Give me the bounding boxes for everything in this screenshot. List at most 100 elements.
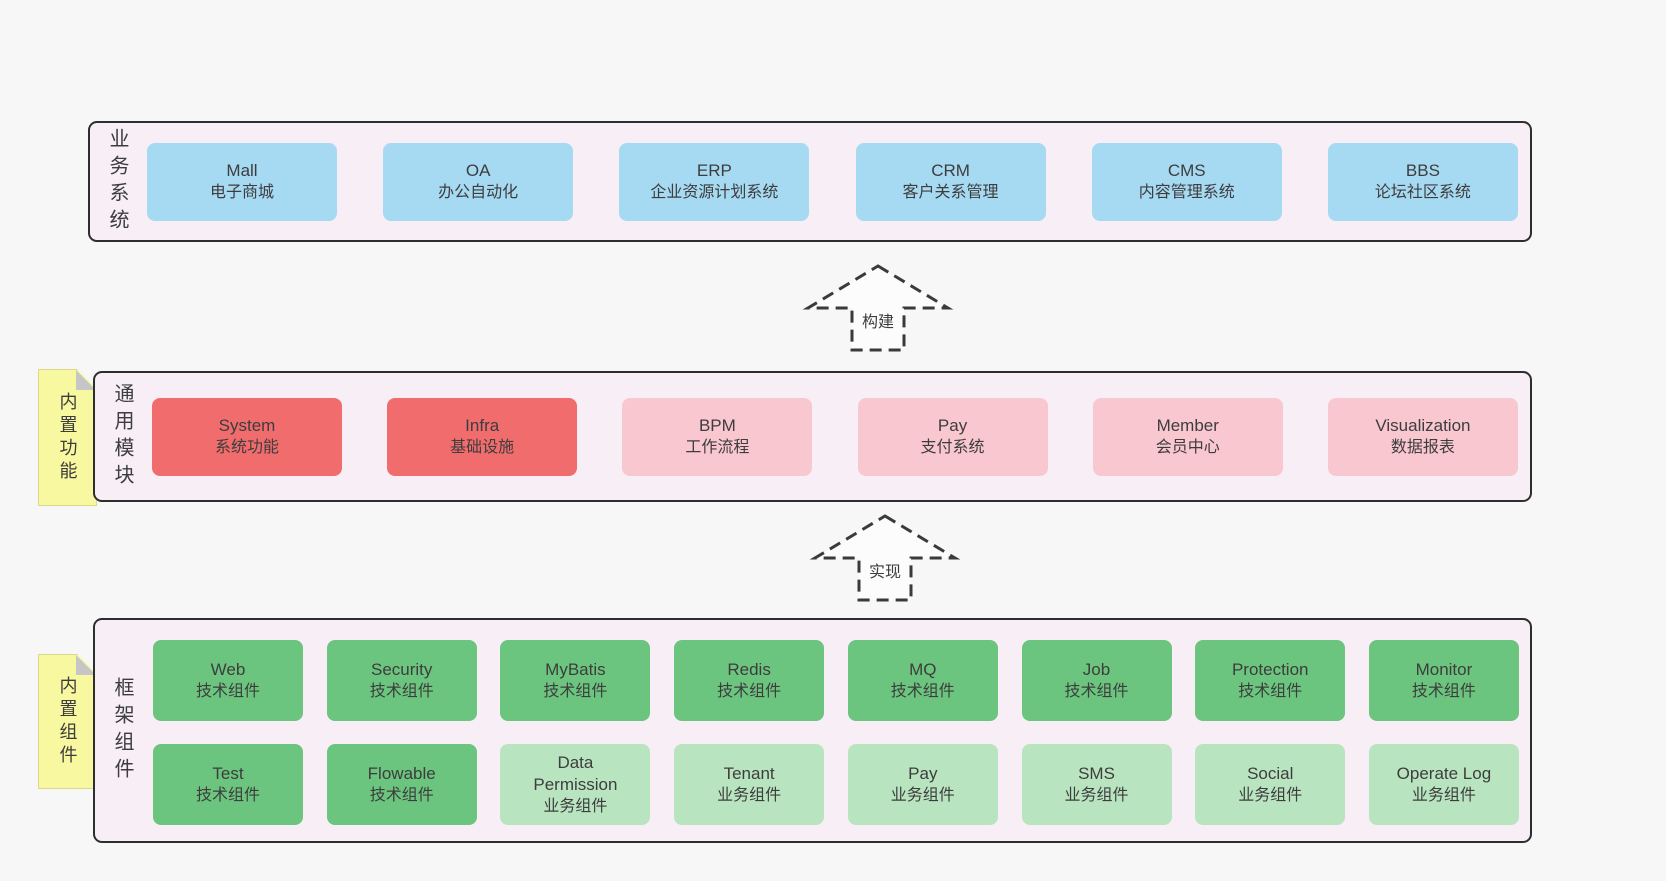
- box-data-permission: Data Permission 业务组件: [500, 744, 651, 825]
- box-title: Flowable: [367, 763, 436, 783]
- box-sms: SMS 业务组件: [1021, 744, 1172, 825]
- box-erp: ERP 企业资源计划系统: [619, 142, 810, 221]
- box-title: CRM: [931, 160, 970, 180]
- box-subtitle: 技术组件: [369, 786, 434, 804]
- arrow-implement: 实现: [805, 512, 965, 604]
- box-bpm: BPM 工作流程: [622, 397, 813, 476]
- box-title: Mall: [226, 160, 258, 180]
- box-tenant: Tenant 业务组件: [674, 744, 825, 825]
- box-pay: Pay 支付系统: [857, 397, 1048, 476]
- box-subtitle: 系统功能: [214, 438, 279, 456]
- box-job: Job 技术组件: [1021, 640, 1172, 721]
- sticky-note-text: 内置功能: [57, 391, 78, 484]
- sticky-note-builtin-features: 内置功能: [38, 369, 97, 506]
- box-subtitle: 论坛社区系统: [1374, 183, 1471, 201]
- box-title: CMS: [1167, 160, 1206, 180]
- box-title: Protection: [1231, 659, 1309, 679]
- box-subtitle: 技术组件: [195, 682, 260, 700]
- box-visualization: Visualization 数据报表: [1327, 397, 1518, 476]
- box-title: BBS: [1405, 160, 1440, 180]
- box-redis: Redis 技术组件: [674, 640, 825, 721]
- box-flowable: Flowable 技术组件: [326, 744, 477, 825]
- box-title: Pay: [908, 763, 938, 783]
- box-title: Tenant: [723, 763, 775, 783]
- box-bbs: BBS 论坛社区系统: [1327, 142, 1518, 221]
- box-title: System: [218, 415, 276, 435]
- box-pay-business: Pay 业务组件: [847, 744, 998, 825]
- box-subtitle: 数据报表: [1390, 438, 1455, 456]
- box-title: Infra: [465, 415, 500, 435]
- box-title: Social: [1247, 763, 1294, 783]
- box-subtitle: 技术组件: [717, 682, 782, 700]
- framework-components-row-2: Test 技术组件 Flowable 技术组件 Data Permission …: [153, 744, 1519, 825]
- arrow-label: 构建: [861, 314, 894, 331]
- box-subtitle: 业务组件: [1064, 786, 1129, 804]
- sticky-note-builtin-components: 内置组件: [38, 654, 97, 789]
- box-web: Web 技术组件: [153, 640, 303, 721]
- dashed-up-arrow-icon: [802, 264, 954, 352]
- common-modules-row: System 系统功能 Infra 基础设施 BPM 工作流程 Pay 支付系统…: [152, 373, 1518, 500]
- box-title: ERP: [696, 160, 732, 180]
- box-title: Test: [212, 763, 244, 783]
- box-subtitle: 基础设施: [450, 438, 515, 456]
- box-subtitle: 会员中心: [1155, 438, 1220, 456]
- box-subtitle: 技术组件: [543, 682, 608, 700]
- box-cms: CMS 内容管理系统: [1091, 142, 1282, 221]
- box-subtitle: 业务组件: [543, 797, 608, 815]
- box-test: Test 技术组件: [153, 744, 303, 825]
- box-title: Member: [1156, 415, 1219, 435]
- framework-components-row-1: Web 技术组件 Security 技术组件 MyBatis 技术组件 Redi…: [153, 640, 1519, 721]
- box-title: Web: [210, 659, 246, 679]
- layer-label: 通用模块: [111, 382, 133, 491]
- box-subtitle: 客户关系管理: [902, 183, 999, 201]
- box-subtitle: 内容管理系统: [1138, 183, 1235, 201]
- box-subtitle: 电子商城: [209, 183, 274, 201]
- box-member: Member 会员中心: [1092, 397, 1283, 476]
- box-subtitle: 技术组件: [1238, 682, 1303, 700]
- box-title: MyBatis: [545, 659, 606, 679]
- box-monitor: Monitor 技术组件: [1368, 640, 1519, 721]
- dashed-up-arrow-icon: [809, 514, 961, 602]
- box-mq: MQ 技术组件: [847, 640, 998, 721]
- arrow-label: 实现: [868, 564, 901, 581]
- layer-framework-components: 框架组件 Web 技术组件 Security 技术组件 MyBatis 技术组件…: [93, 618, 1532, 843]
- arrow-build: 构建: [798, 262, 958, 354]
- layer-label: 业务系统: [106, 127, 128, 236]
- box-subtitle: 支付系统: [920, 438, 985, 456]
- box-subtitle: 业务组件: [890, 786, 955, 804]
- box-subtitle: 工作流程: [685, 438, 750, 456]
- box-title: Operate Log: [1396, 763, 1492, 783]
- box-subtitle: 技术组件: [369, 682, 434, 700]
- box-title: Visualization: [1375, 415, 1471, 435]
- box-system: System 系统功能: [152, 397, 342, 476]
- box-title: Monitor: [1415, 659, 1473, 679]
- box-mybatis: MyBatis 技术组件: [500, 640, 651, 721]
- box-social: Social 业务组件: [1195, 744, 1346, 825]
- box-operate-log: Operate Log 业务组件: [1368, 744, 1519, 825]
- box-subtitle: 业务组件: [1411, 786, 1476, 804]
- box-subtitle: 技术组件: [195, 786, 260, 804]
- layer-label: 框架组件: [111, 676, 133, 785]
- box-title: Redis: [727, 659, 771, 679]
- box-protection: Protection 技术组件: [1195, 640, 1346, 721]
- box-title: Data Permission: [533, 752, 618, 794]
- box-security: Security 技术组件: [326, 640, 477, 721]
- box-subtitle: 技术组件: [890, 682, 955, 700]
- box-subtitle: 企业资源计划系统: [650, 183, 779, 201]
- box-title: Security: [370, 659, 433, 679]
- box-subtitle: 技术组件: [1411, 682, 1476, 700]
- box-title: Job: [1082, 659, 1111, 679]
- box-infra: Infra 基础设施: [387, 397, 578, 476]
- box-title: BPM: [698, 415, 736, 435]
- business-systems-row: Mall 电子商城 OA 办公自动化 ERP 企业资源计划系统 CRM 客户关系…: [147, 123, 1518, 240]
- box-title: Pay: [937, 415, 968, 435]
- box-subtitle: 办公自动化: [438, 183, 519, 201]
- box-crm: CRM 客户关系管理: [855, 142, 1046, 221]
- layer-common-modules: 通用模块 System 系统功能 Infra 基础设施 BPM 工作流程 Pay…: [93, 371, 1532, 502]
- box-title: SMS: [1078, 763, 1115, 783]
- box-title: OA: [465, 160, 491, 180]
- box-title: MQ: [909, 659, 937, 679]
- box-subtitle: 业务组件: [1238, 786, 1303, 804]
- layer-business-systems: 业务系统 Mall 电子商城 OA 办公自动化 ERP 企业资源计划系统 CRM…: [88, 121, 1532, 242]
